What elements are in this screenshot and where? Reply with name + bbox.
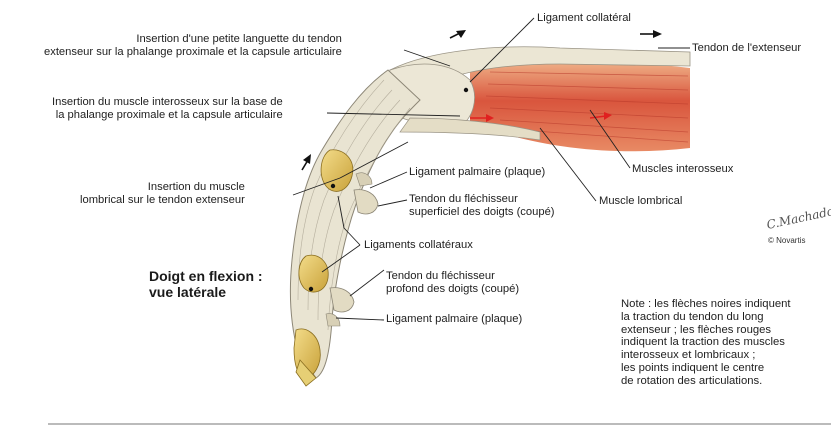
label-muscle-lombrical: Muscle lombrical (599, 195, 682, 208)
rotation-point-mcp (464, 88, 468, 92)
muscles-body (470, 60, 690, 151)
label-line: lombrical sur le tendon extenseur (80, 194, 245, 207)
figure-title: Doigt en flexion : vue latérale (149, 268, 263, 300)
label-tendon-flechisseur-profond: Tendon du fléchisseur profond des doigts… (386, 270, 519, 296)
note-line: la traction du tendon du long (621, 311, 791, 324)
label-tendon-flechisseur-superficiel: Tendon du fléchisseur superficiel des do… (409, 193, 555, 219)
label-line: Insertion du muscle interosseux sur la b… (52, 96, 283, 109)
label-insertion-languette: Insertion d'une petite languette du tend… (44, 33, 342, 59)
note-line: les points indiquent le centre (621, 362, 791, 375)
title-line: vue latérale (149, 284, 263, 300)
note-line: de rotation des articulations. (621, 375, 791, 388)
label-tendon-extenseur: Tendon de l'extenseur (692, 42, 801, 55)
title-line: Doigt en flexion : (149, 268, 263, 284)
label-muscles-interosseux: Muscles interosseux (632, 163, 733, 176)
legend-note: Note : les flèches noires indiquent la t… (621, 298, 791, 388)
label-line: profond des doigts (coupé) (386, 283, 519, 296)
label-ligaments-collateraux: Ligaments collatéraux (364, 239, 473, 252)
note-line: indiquent la traction des muscles (621, 336, 791, 349)
label-line: Insertion d'une petite languette du tend… (44, 33, 342, 46)
label-insertion-lombrical: Insertion du muscle lombrical sur le ten… (80, 181, 245, 207)
label-line: la phalange proximale et la capsule arti… (52, 109, 283, 122)
rotation-point-dip (309, 287, 313, 291)
label-insertion-interosseux: Insertion du muscle interosseux sur la b… (52, 96, 283, 122)
note-line: interosseux et lombricaux ; (621, 349, 791, 362)
label-ligament-collateral: Ligament collatéral (537, 12, 631, 25)
label-line: Tendon du fléchisseur (409, 193, 555, 206)
label-ligament-palmaire-2: Ligament palmaire (plaque) (386, 313, 522, 326)
label-ligament-palmaire-1: Ligament palmaire (plaque) (409, 166, 545, 179)
note-line: extenseur ; les flèches rouges (621, 324, 791, 337)
rotation-point-pip (331, 184, 335, 188)
label-line: superficiel des doigts (coupé) (409, 206, 555, 219)
label-line: extenseur sur la phalange proximale et l… (44, 46, 342, 59)
copyright-text: © Novartis (768, 236, 805, 245)
label-line: Insertion du muscle (80, 181, 245, 194)
note-line: Note : les flèches noires indiquent (621, 298, 791, 311)
label-line: Tendon du fléchisseur (386, 270, 519, 283)
